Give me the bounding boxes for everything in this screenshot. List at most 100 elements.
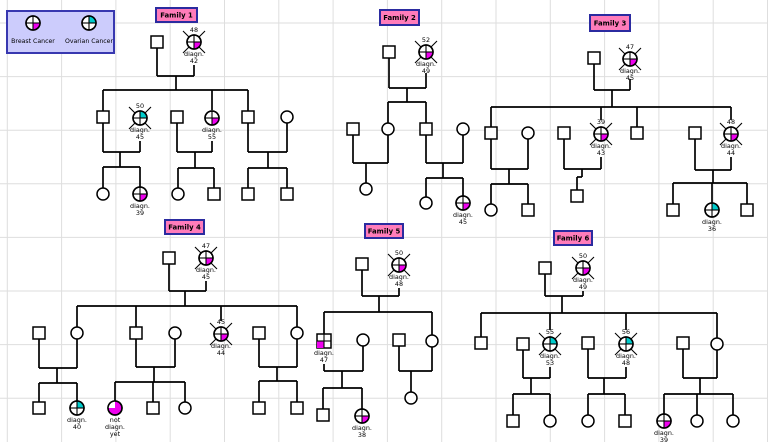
person-male[interactable] <box>581 336 595 350</box>
person-male[interactable] <box>587 51 601 65</box>
family-label[interactable]: Family 2 <box>379 9 420 26</box>
family-group: 50diagn.4955diagn.5356diagn.48diagn.39Fa… <box>474 230 740 442</box>
person-female[interactable] <box>543 414 557 428</box>
person-male[interactable] <box>207 187 221 201</box>
person-male[interactable] <box>419 122 433 136</box>
person-female-breast[interactable]: diagn.38 <box>352 408 372 439</box>
person-female-breast[interactable]: diagn.45 <box>453 195 473 226</box>
label-text: 49 <box>579 283 587 291</box>
family-label[interactable]: Family 6 <box>553 230 593 246</box>
person-female[interactable] <box>484 203 498 217</box>
person-female[interactable] <box>419 196 433 210</box>
person-male[interactable] <box>129 326 143 340</box>
person-male[interactable] <box>252 326 266 340</box>
person-male[interactable] <box>252 401 266 415</box>
person-male[interactable] <box>290 401 304 415</box>
person-female[interactable] <box>70 326 84 340</box>
person-female[interactable] <box>280 110 294 124</box>
person-male[interactable] <box>241 187 255 201</box>
family-label[interactable]: Family 1 <box>155 7 198 23</box>
person-male[interactable] <box>146 401 160 415</box>
person-male[interactable] <box>392 333 406 347</box>
person-female-ovarian[interactable]: diagn.40 <box>67 400 87 431</box>
person-male[interactable] <box>666 203 680 217</box>
person-female-ovarian[interactable]: diagn.36 <box>702 202 722 233</box>
label-text: 49 <box>422 67 430 75</box>
person-male[interactable] <box>538 261 552 275</box>
person-male[interactable] <box>484 126 498 140</box>
person-female[interactable] <box>178 401 192 415</box>
label-text: diagn. <box>184 50 204 58</box>
label-text: 39 <box>660 436 668 442</box>
person-male[interactable] <box>740 203 754 217</box>
person-male[interactable] <box>382 45 396 59</box>
person-female[interactable] <box>96 187 110 201</box>
person-female-breast[interactable]: diagn.39 <box>654 413 674 442</box>
person-female[interactable] <box>521 126 535 140</box>
person-male[interactable] <box>521 203 535 217</box>
person-female[interactable] <box>404 391 418 405</box>
person-male[interactable] <box>150 35 164 49</box>
person-female[interactable] <box>171 187 185 201</box>
label-text: 40 <box>73 423 81 431</box>
person-male[interactable] <box>32 326 46 340</box>
person-female-breast[interactable]: diagn.39 <box>130 186 150 217</box>
label-text: 52 <box>422 36 430 44</box>
person-male[interactable] <box>32 401 46 415</box>
label-text: diagn. <box>616 352 636 360</box>
person-male[interactable] <box>570 189 584 203</box>
person-male-breast[interactable]: diagn.47 <box>314 333 334 364</box>
person-male[interactable] <box>162 251 176 265</box>
label-text: diagn. <box>211 342 231 350</box>
family-label[interactable]: Family 4 <box>164 219 205 235</box>
person-female[interactable] <box>425 334 439 348</box>
person-male[interactable] <box>630 126 644 140</box>
person-male[interactable] <box>316 408 330 422</box>
label-text: Family 6 <box>557 235 590 243</box>
person-female[interactable] <box>710 337 724 351</box>
label-text: Family 2 <box>383 14 416 22</box>
person-male[interactable] <box>241 110 255 124</box>
person-male[interactable] <box>280 187 294 201</box>
person-male[interactable] <box>355 257 369 271</box>
person-female[interactable] <box>356 333 370 347</box>
person-female[interactable] <box>581 414 595 428</box>
person-male[interactable] <box>506 414 520 428</box>
person-female[interactable] <box>381 122 395 136</box>
person-male[interactable] <box>516 337 530 351</box>
person-male[interactable] <box>346 122 360 136</box>
person-male[interactable] <box>170 110 184 124</box>
person-male[interactable] <box>676 336 690 350</box>
person-female[interactable] <box>726 414 740 428</box>
person-female[interactable] <box>690 414 704 428</box>
person-male[interactable] <box>474 336 488 350</box>
person-male[interactable] <box>557 126 571 140</box>
person-male[interactable] <box>618 414 632 428</box>
label-text: 50 <box>136 102 144 110</box>
person-female[interactable] <box>359 182 373 196</box>
person-male[interactable] <box>96 110 110 124</box>
person-female[interactable] <box>168 326 182 340</box>
person-female[interactable] <box>290 326 304 340</box>
person-female[interactable] <box>456 122 470 136</box>
person-male[interactable] <box>688 126 702 140</box>
label-text: diagn. <box>67 416 87 424</box>
person-female-breast[interactable]: diagn.55 <box>202 110 222 141</box>
family-label[interactable]: Family 3 <box>589 14 631 32</box>
family-label[interactable]: Family 5 <box>364 223 404 239</box>
